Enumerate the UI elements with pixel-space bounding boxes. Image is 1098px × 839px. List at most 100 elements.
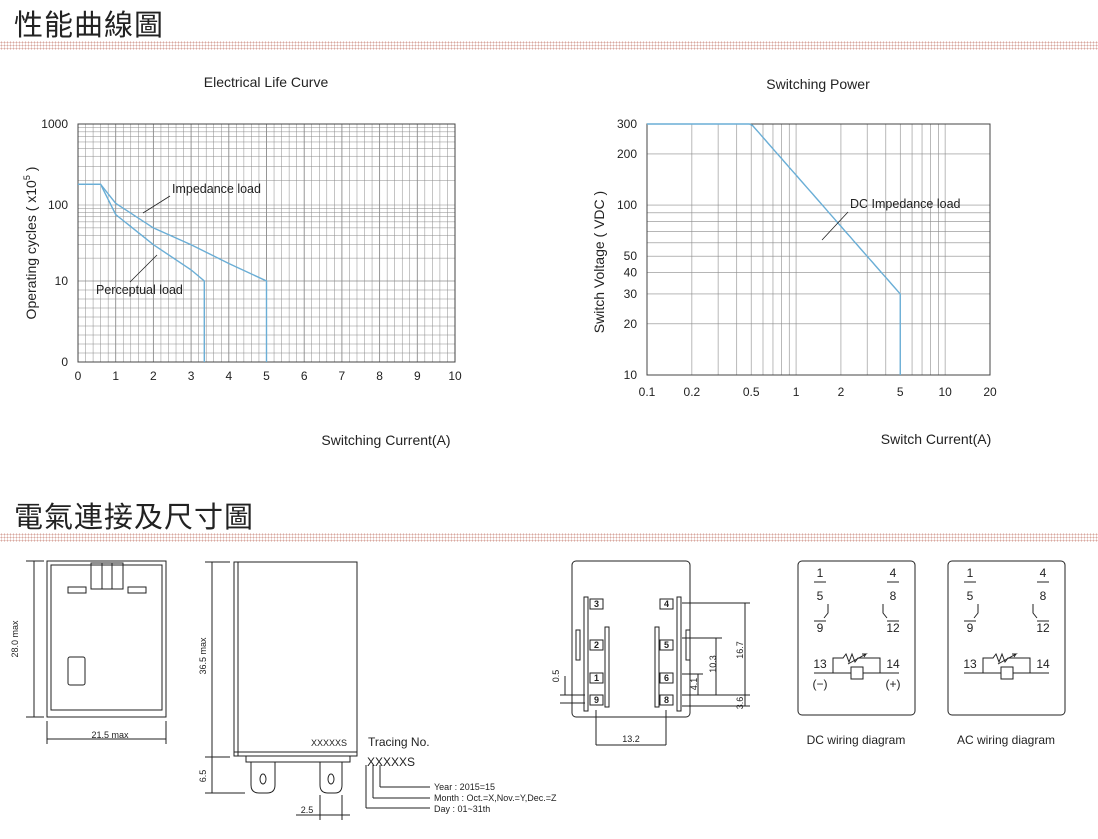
chart1-series [78,183,268,362]
legend-month: Month : Oct.=X,Nov.=Y,Dec.=Z [434,793,557,803]
chart2-title: Switching Power [766,76,870,92]
switch-left [814,604,829,622]
chart1-xtick: 10 [448,369,462,383]
chart2-ylabel: Switch Voltage ( VDC ) [591,191,607,333]
terminal-label: (−) [813,677,828,691]
chart2-xtick: 0.1 [639,385,656,399]
terminal-label: 4 [890,566,897,580]
chart1-series-line [78,183,268,362]
coil-circuit [826,652,887,674]
chart1-series-line [78,183,205,362]
chart2-xtick: 0.2 [684,385,701,399]
pin-label: 2 [594,640,599,650]
dim-4-1: 4.1 [689,678,699,691]
pin-label: 9 [594,695,599,705]
terminal-label: 14 [1036,657,1050,671]
pin-box [659,598,674,610]
pin-label: 1 [594,673,599,683]
chart2-series [647,123,901,375]
dim-36-5-max: 36.5 max [198,637,208,675]
chart1-xtick: 9 [414,369,421,383]
chart2-xlabel: Switch Current(A) [881,431,991,447]
chart1-title: Electrical Life Curve [204,74,329,90]
terminal-label: 9 [967,621,974,635]
relay-pin-view [560,560,750,746]
chart1-ytick: 100 [48,198,68,212]
terminal-label: 13 [963,657,977,671]
chart1-xtick: 1 [112,369,119,383]
chart1-leader-impedance [142,195,171,214]
pin-box [659,694,674,706]
tracing-code: XXXXXS [367,755,415,769]
wiring-frame [947,560,1066,716]
chart1-xtick: 2 [150,369,157,383]
chart2-xtick: 1 [793,385,800,399]
coil-symbol [850,666,864,680]
terminal-label: 8 [1040,589,1047,603]
terminal-label: 12 [886,621,900,635]
terminal-label: (+) [886,677,901,691]
pin-box [659,639,674,651]
chart2-frame [646,123,991,376]
relay-side-view [205,561,430,820]
pin-label: 3 [594,599,599,609]
chart2-xtick: 0.5 [743,385,760,399]
legend-day: Day : 01~31th [434,804,490,814]
terminal-label: 1 [817,566,824,580]
chart1-xtick: 6 [301,369,308,383]
dim-21-5-max: 21.5 max [91,730,129,740]
terminal-label: 12 [1036,621,1050,635]
terminal-label: 5 [817,589,824,603]
switch-left [964,604,979,622]
chart2-series-line [647,123,901,375]
pin-box [589,694,604,706]
chart1-ytick: 1000 [41,117,68,131]
pin-label: 5 [664,640,669,650]
chart2-ytick: 40 [624,266,638,280]
dim-2-5: 2.5 [301,805,314,815]
coil-circuit [976,652,1037,674]
chart1-xtick: 5 [263,369,270,383]
chart1-ylabel: Operating cycles ( x105 ) [22,167,39,320]
terminal-label: 14 [886,657,900,671]
pin-box [659,672,674,684]
terminal-label: 13 [813,657,827,671]
chart2-annotation-dc: DC Impedance load [850,197,961,211]
divider-top [0,41,1098,50]
chart1-xtick: 8 [376,369,383,383]
chart2-xtick: 10 [938,385,952,399]
chart1-xtick: 0 [75,369,82,383]
terminal-label: 4 [1040,566,1047,580]
chart1-xtick: 3 [188,369,195,383]
dim-0-5: 0.5 [551,670,561,683]
chart2-xtick: 2 [838,385,845,399]
wiring-frame [797,560,916,716]
chart1-leader-perceptual [129,254,158,283]
varistor-arrow [997,653,1018,665]
chart1-xlabel: Switching Current(A) [321,432,450,448]
dim-6-5: 6.5 [198,770,208,783]
chart2-ytick: 100 [617,198,637,212]
chart2-ytick: 20 [624,317,638,331]
legend-year: Year : 2015=15 [434,782,495,792]
chart2-ytick: 200 [617,147,637,161]
pin-label: 4 [664,599,669,609]
chart1-ytick: 0 [61,355,68,369]
chart1-xtick: 7 [339,369,346,383]
terminal-label: 9 [817,621,824,635]
pin-label: 8 [664,695,669,705]
chart1-annotation-perceptual: Perceptual load [96,283,183,297]
tracing-label: Tracing No. [368,735,430,749]
ac-wiring-caption: AC wiring diagram [957,733,1055,747]
chart2-grid [646,123,991,376]
relay-marking: XXXXXS [311,738,347,748]
section-title-performance: 性能曲線圖 [14,8,165,42]
switch-right [882,604,899,622]
dim-16-7: 16.7 [735,641,745,659]
